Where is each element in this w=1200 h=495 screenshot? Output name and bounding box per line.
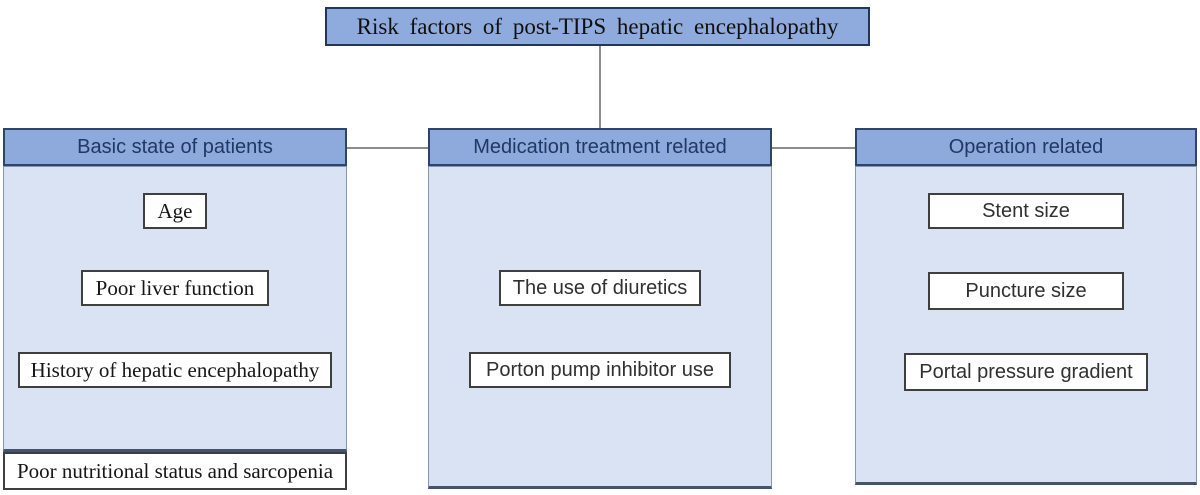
column-operation-related: Operation related Stent size Puncture si…: [855, 128, 1197, 485]
item-label: Stent size: [982, 199, 1070, 222]
item-label: Porton pump inhibitor use: [486, 358, 714, 381]
diagram-title-box: Risk factors of post-TIPS hepatic enceph…: [325, 7, 870, 46]
column-header-label: Operation related: [948, 135, 1104, 158]
item-label: Poor nutritional status and sarcopenia: [16, 458, 334, 483]
connector-basic-to-medication: [347, 147, 428, 149]
item-stent-size: Stent size: [928, 193, 1124, 229]
column-basic-state: Basic state of patients Age Poor liver f…: [3, 128, 347, 490]
item-label: Age: [157, 198, 193, 223]
column-header-label: Medication treatment related: [473, 135, 727, 158]
column-basic-state-header: Basic state of patients: [3, 128, 347, 166]
column-medication-related: Medication treatment related The use of …: [428, 128, 772, 489]
diagram-title: Risk factors of post-TIPS hepatic enceph…: [356, 13, 839, 39]
item-poor-liver-function: Poor liver function: [81, 270, 269, 306]
connector-title-to-columns: [599, 46, 601, 129]
column-medication-related-body: [428, 166, 772, 489]
item-poor-nutritional-status-and-sarcopenia: Poor nutritional status and sarcopenia: [3, 452, 347, 490]
item-portal-pressure-gradient: Portal pressure gradient: [904, 353, 1148, 391]
item-use-of-diuretics: The use of diuretics: [499, 270, 701, 306]
column-operation-related-header: Operation related: [855, 128, 1197, 166]
item-label: Puncture size: [965, 279, 1087, 302]
item-proton-pump-inhibitor-use: Porton pump inhibitor use: [469, 352, 731, 388]
item-age: Age: [143, 193, 207, 229]
item-label: History of hepatic encephalopathy: [30, 357, 320, 382]
column-header-label: Basic state of patients: [77, 135, 273, 158]
item-puncture-size: Puncture size: [928, 272, 1124, 310]
connector-medication-to-operation: [772, 147, 855, 149]
item-history-of-hepatic-encephalopathy: History of hepatic encephalopathy: [18, 352, 332, 388]
column-medication-related-header: Medication treatment related: [428, 128, 772, 166]
item-label: Portal pressure gradient: [919, 360, 1133, 383]
item-label: The use of diuretics: [512, 276, 688, 299]
item-label: Poor liver function: [95, 275, 255, 300]
